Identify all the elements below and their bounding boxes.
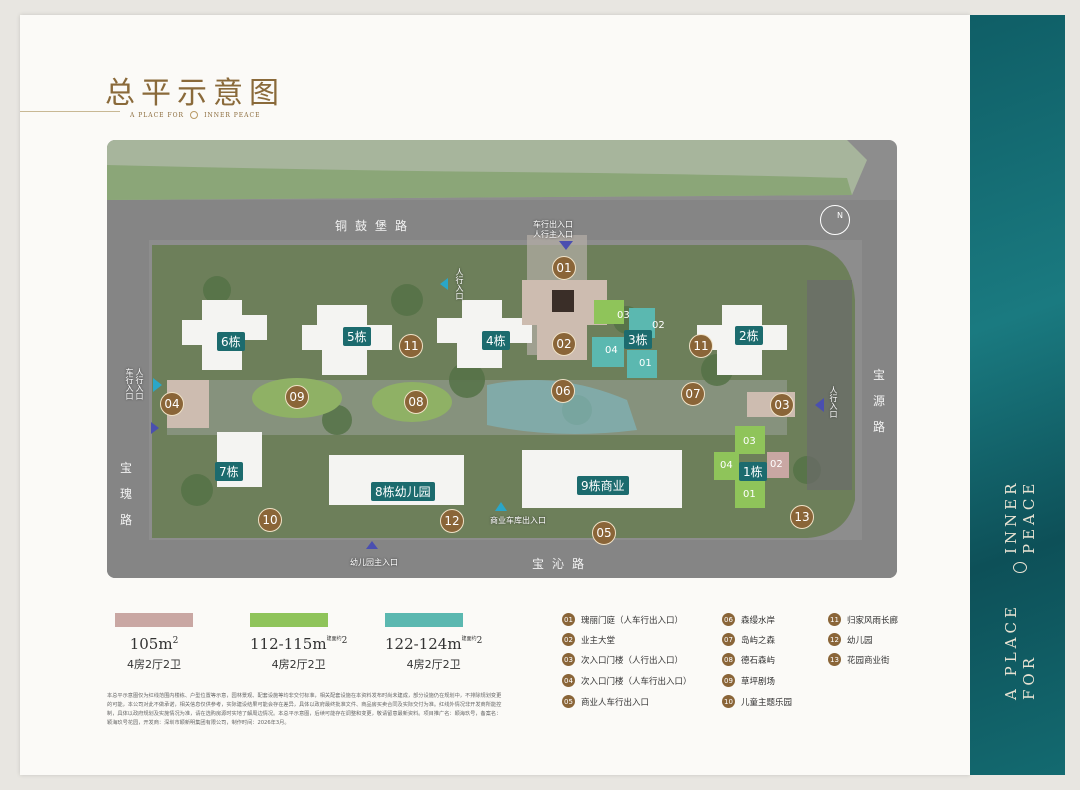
site-plan-map: 铜鼓堡路 宝沁路 宝瑰路 宝源路 N 6栋 5栋 4栋 3栋 2栋 7栋 8栋幼… [107, 140, 897, 578]
building-label-4: 4栋 [482, 331, 510, 350]
gate-west-car: 车行入口 [125, 368, 134, 400]
building-label-6: 6栋 [217, 332, 245, 351]
marker-03: 03 [770, 393, 794, 417]
logo-icon [190, 111, 199, 119]
gate-north-people: 人行主入口 [533, 230, 573, 239]
gate-north-car: 车行出入口 [533, 220, 573, 229]
legend-swatch-pink [115, 613, 193, 627]
marker-05: 05 [592, 521, 616, 545]
marker-11-b: 11 [689, 334, 713, 358]
building-label-3: 3栋 [624, 330, 652, 349]
arrow-left-icon [440, 278, 448, 290]
arrow-up-icon [366, 541, 378, 549]
marker-10: 10 [258, 508, 282, 532]
marker-13: 13 [790, 505, 814, 529]
building-label-5: 5栋 [343, 327, 371, 346]
arrow-up-icon [495, 502, 507, 511]
unit-3-03: 03 [617, 310, 630, 321]
gate-south-biz: 商业车库出入口 [490, 516, 546, 525]
arrow-right-icon [153, 378, 162, 392]
arrow-left-icon [815, 398, 824, 412]
road-west-label: 宝瑰路 [119, 461, 132, 527]
arrow-down-icon [559, 241, 573, 250]
road-east-label: 宝源路 [872, 368, 885, 434]
subtitle-left: A PLACE FOR [130, 111, 185, 119]
road-south-label: 宝沁路 [532, 557, 593, 571]
cover-spine [970, 15, 1065, 775]
marker-07: 07 [681, 382, 705, 406]
building-label-9: 9栋商业 [577, 476, 629, 495]
marker-12: 12 [440, 509, 464, 533]
legend-swatch-teal [385, 613, 463, 627]
building-label-7: 7栋 [215, 462, 243, 481]
legend-105: 105m2 4房2厅2卫 [115, 613, 193, 672]
gate-south-kinder: 幼儿园主入口 [350, 558, 398, 567]
north-compass-icon: N [820, 205, 850, 235]
marker-06: 06 [551, 379, 575, 403]
spine-logo-icon [1013, 561, 1027, 573]
building-label-2: 2栋 [735, 326, 763, 345]
disclaimer-text: 本总平示意图仅为红线范围内楼栋、户型位置等示意，园林景观、配套设施等均非交付标准… [107, 693, 502, 726]
marker-01: 01 [552, 256, 576, 280]
unit-1-03: 03 [743, 436, 756, 447]
title-rule [20, 111, 120, 112]
building-label-8: 8栋幼儿园 [371, 482, 435, 501]
site-plan-graphic [107, 140, 897, 578]
subtitle-right: INNER PEACE [204, 111, 261, 119]
road-north-label: 铜鼓堡路 [335, 219, 416, 233]
arrow-right-icon [151, 422, 159, 434]
page-title: 总平示意图 [105, 76, 285, 111]
unit-1-01: 01 [743, 489, 756, 500]
building-label-1: 1栋 [739, 462, 767, 481]
unit-1-02: 02 [770, 459, 783, 470]
legend-122-124: 122-124m建面约2 4房2厅2卫 [385, 613, 482, 672]
marker-04: 04 [160, 392, 184, 416]
marker-11-a: 11 [399, 334, 423, 358]
unit-3-01: 01 [639, 358, 652, 369]
marker-02: 02 [552, 332, 576, 356]
gate-north-small: 人行入口 [455, 268, 464, 300]
marker-08: 08 [404, 390, 428, 414]
unit-1-04: 04 [720, 460, 733, 471]
marker-09: 09 [285, 385, 309, 409]
legend-112-115: 112-115m建面约2 4房2厅2卫 [250, 613, 347, 672]
gate-east-small: 人行入口 [829, 386, 838, 418]
gate-west-people: 人行入口 [135, 368, 144, 400]
spine-tagline: A PLACE FOR INNER PEACE [1002, 479, 1038, 700]
legend-swatch-green [250, 613, 328, 627]
unit-3-02: 02 [652, 320, 665, 331]
unit-3-04: 04 [605, 345, 618, 356]
page-subtitle: A PLACE FOR INNER PEACE [130, 111, 260, 119]
